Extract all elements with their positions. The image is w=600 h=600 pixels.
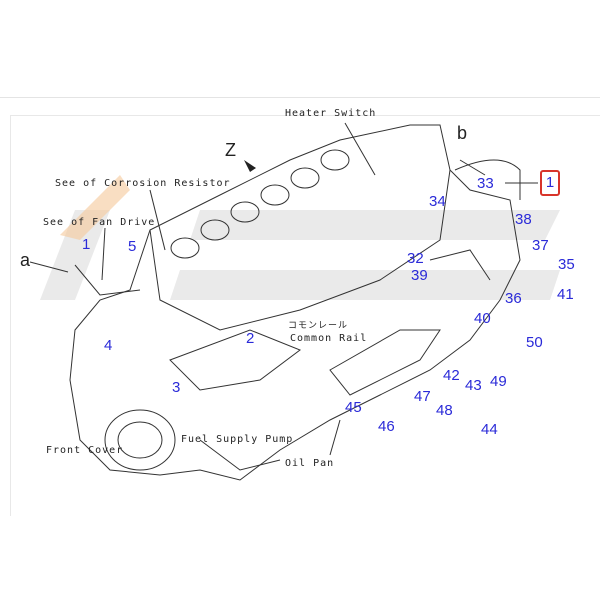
part-callout[interactable]: 39 [411, 267, 428, 284]
part-callout[interactable]: 45 [345, 399, 362, 416]
caption-fuel-supply-pump: Fuel Supply Pump [181, 434, 294, 445]
selected-part-callout[interactable]: 1 [540, 170, 560, 196]
part-callout[interactable]: 41 [557, 286, 574, 303]
part-callout[interactable]: 32 [407, 250, 424, 267]
watermark [40, 210, 560, 300]
part-callout[interactable]: 49 [490, 373, 507, 390]
part-callout[interactable]: 2 [246, 330, 255, 347]
part-callout[interactable]: 5 [128, 238, 137, 255]
caption-fan-drive: See of Fan Drive [43, 217, 156, 228]
view-marker-z: Z [225, 140, 236, 160]
part-callout[interactable]: 1 [82, 236, 91, 253]
z-arrow-icon [244, 160, 256, 172]
part-callout[interactable]: 42 [443, 367, 460, 384]
part-callout[interactable]: 43 [465, 377, 482, 394]
caption-heater-switch: Heater Switch [285, 108, 377, 119]
part-callout[interactable]: 48 [436, 402, 453, 419]
caption-front-cover: Front Cover [46, 445, 124, 456]
part-callout[interactable]: 47 [414, 388, 431, 405]
part-callout[interactable]: 36 [505, 290, 522, 307]
caption-common-rail-jp: コモンレール [288, 321, 349, 331]
view-marker-a: a [20, 250, 31, 270]
part-callout[interactable]: 34 [429, 193, 446, 210]
diagram-frame [10, 115, 600, 516]
part-callout[interactable]: 3 [172, 379, 181, 396]
top-divider [0, 97, 600, 98]
part-callout[interactable]: 46 [378, 418, 395, 435]
view-marker-b: b [457, 123, 468, 143]
part-callout[interactable]: 35 [558, 256, 575, 273]
part-callout[interactable]: 33 [477, 175, 494, 192]
part-callout[interactable]: 50 [526, 334, 543, 351]
caption-oil-pan: Oil Pan [285, 458, 335, 469]
part-callout[interactable]: 37 [532, 237, 549, 254]
part-callout[interactable]: 40 [474, 310, 491, 327]
part-callout[interactable]: 44 [481, 421, 498, 438]
caption-corrosion-resistor: See of Corrosion Resistor [55, 178, 231, 189]
part-callout[interactable]: 38 [515, 211, 532, 228]
caption-common-rail: Common Rail [290, 333, 368, 344]
part-callout[interactable]: 4 [104, 337, 113, 354]
